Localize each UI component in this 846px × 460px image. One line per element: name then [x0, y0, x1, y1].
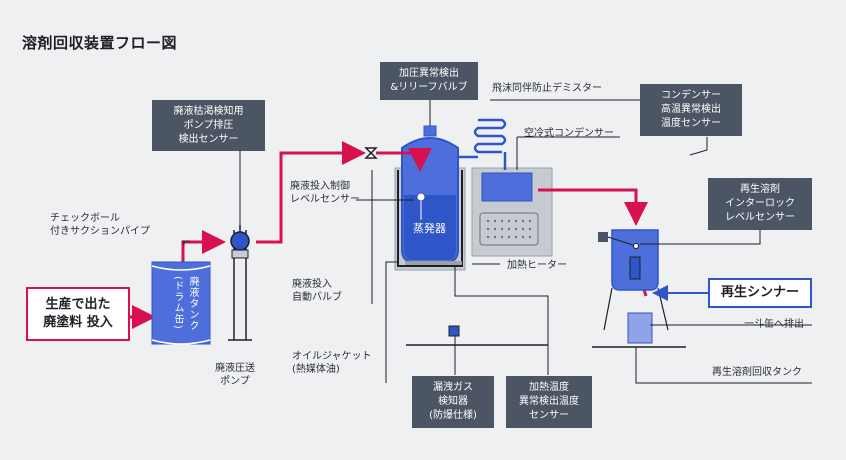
flow-pump-out: [256, 141, 366, 244]
discharge-can: [627, 312, 653, 344]
condenser-grill: [479, 212, 539, 246]
label-heater: 加熱ヒーター: [507, 260, 567, 271]
diagram-title: 溶剤回収装置フロー図: [22, 34, 178, 52]
label-recovery-tank: 再生溶剤回収タンク: [712, 367, 802, 378]
label-level-sensor: 廃液投入制御 レベルセンサー: [290, 181, 360, 205]
flow-drum-up: [181, 230, 226, 262]
flow-condenser-out: [538, 188, 648, 226]
relief-valve: [423, 125, 437, 137]
evaporator-liquid: [404, 195, 456, 260]
label-gas-detector: 漏洩ガス 検知器 (防爆仕様): [412, 376, 494, 428]
label-condenser-temp: コンデンサー 高温異常検出 温度センサー: [640, 84, 742, 136]
label-depletion-sensor: 廃液枯渇検知用 ポンプ排圧 検出センサー: [152, 100, 265, 151]
flow-into-evap: [376, 148, 432, 172]
label-auto-valve: 廃液投入 自動バルブ: [292, 279, 342, 303]
output-thinner-box: 再生シンナー: [708, 278, 812, 308]
pump-icon: [230, 225, 250, 340]
grill-dots: [486, 219, 532, 239]
label-evaporator: 蒸発器: [413, 222, 446, 235]
label-heat-temp: 加熱温度 異常検出温度 センサー: [506, 376, 592, 428]
coil-icon: [473, 118, 507, 154]
label-drum: 廃液タンク (ドラム缶): [172, 276, 198, 331]
oil-jacket: [397, 170, 463, 267]
label-pump: 廃液圧送 ポンプ: [215, 363, 255, 387]
label-demister: 飛沫同伴防止デミスター: [492, 83, 602, 94]
condenser-unit: [481, 172, 533, 202]
label-oil-jacket: オイルジャケット (熱媒体油): [292, 351, 372, 375]
label-interlock: 再生溶剤 インターロック レベルセンサー: [708, 178, 812, 230]
level-sensor-dot: [416, 192, 426, 202]
input-waste-paint-box: 生産で出た 廃塗料 投入: [26, 287, 130, 341]
label-check-ball: チェックボール 付きサクションパイプ: [50, 213, 150, 237]
gas-detector-icon: [448, 325, 460, 337]
label-condenser: 空冷式コンデンサー: [524, 128, 614, 139]
label-pressure-relief: 加圧異常検出 &リリーフバルブ: [380, 62, 478, 100]
label-can-discharge: 一斗缶へ排出: [744, 319, 804, 330]
valve-icon: [364, 147, 378, 159]
